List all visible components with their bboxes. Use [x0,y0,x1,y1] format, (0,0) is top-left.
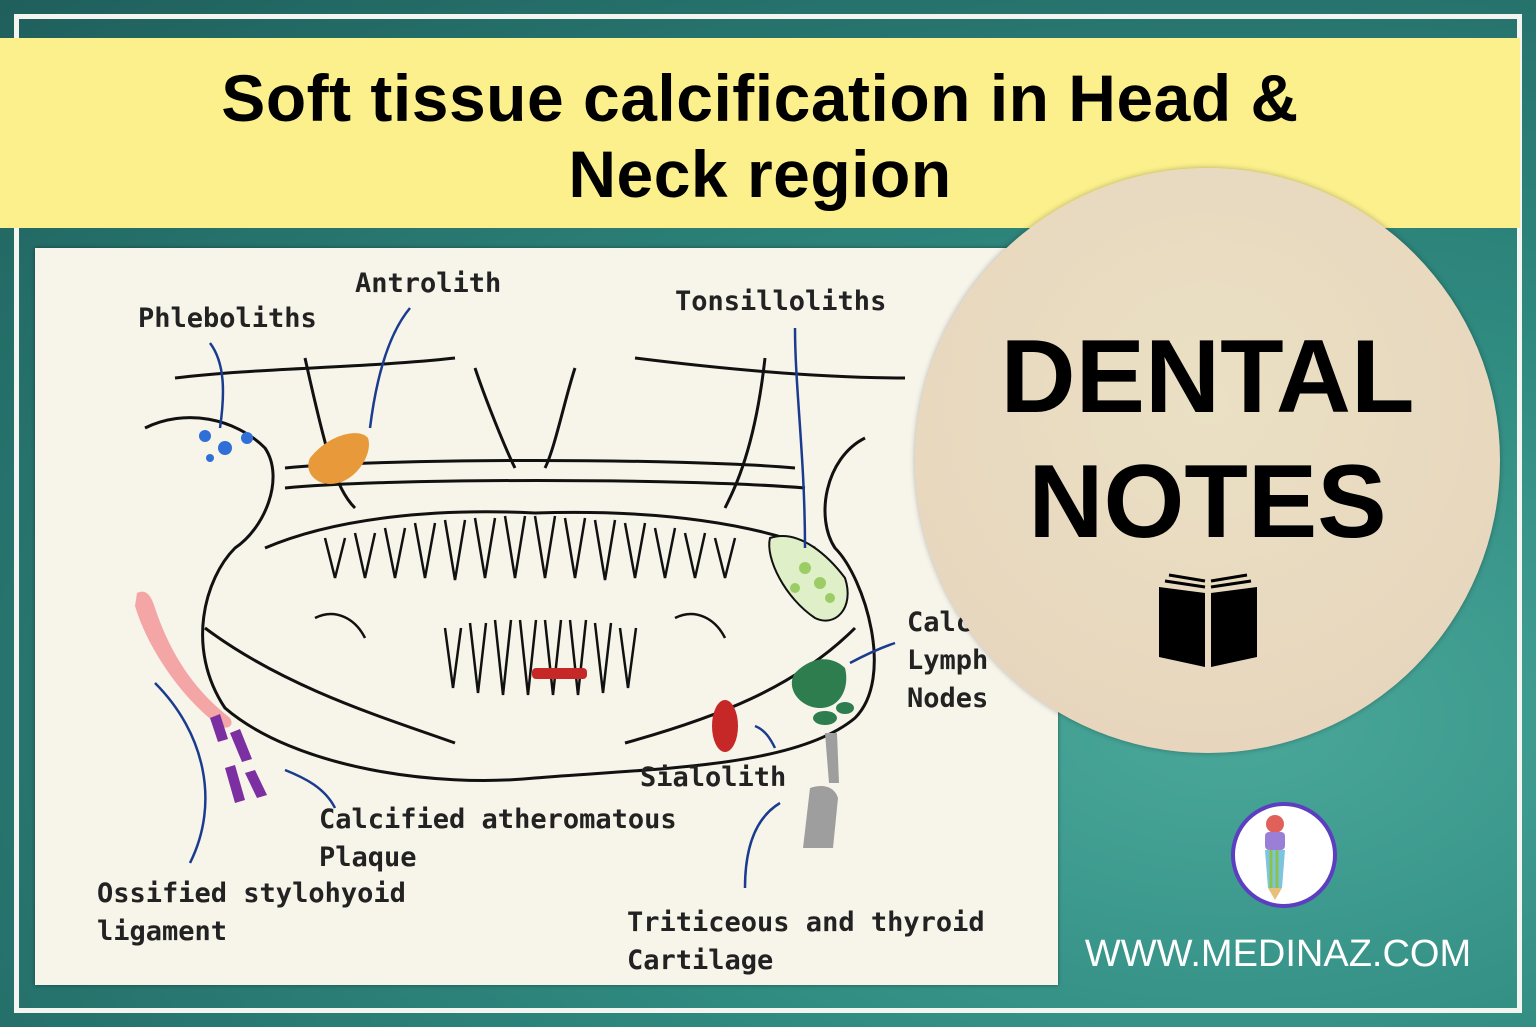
badge-line-1: DENTAL [1000,319,1415,435]
panoramic-jaw-diagram [135,307,906,889]
label-phleboliths: Phleboliths [138,303,317,334]
diagram-panel: Phleboliths Antrolith Tonsilloliths Calc… [35,248,1058,985]
title-line-2: Neck region [568,137,952,211]
label-cartilage: Triticeous and thyroid Cartilage [627,907,985,976]
label-sialolith: Sialolith [640,762,787,793]
label-stylohyoid: Ossified stylohyoid ligament [97,878,406,947]
pencil-mascot-icon [1265,815,1285,900]
lymph-nodes-mark [791,659,854,725]
border-frame [14,14,1522,1013]
stylohyoid-mark [135,591,232,728]
pencil-mascot-logo [1231,802,1337,908]
plaque-mark [210,714,267,803]
open-book-icon [1159,573,1257,667]
pointer-arrows [154,307,896,889]
red-mark [532,668,587,679]
dental-notes-badge: DENTAL NOTES [915,168,1500,753]
phleboliths-mark [199,430,253,462]
antrolith-mark [308,433,369,484]
badge-line-2: NOTES [1028,444,1387,560]
label-plaque: Calcified atheromatous Plaque [319,804,677,873]
title-line-1: Soft tissue calcification in Head & [221,61,1299,135]
tonsilloliths-mark [768,535,849,622]
cartilage-mark [803,733,839,848]
label-tonsilloliths: Tonsilloliths [675,286,887,317]
website-url[interactable]: WWW.MEDINAZ.COM [1084,933,1472,975]
teeth [314,515,737,696]
calcification-marks [135,430,854,848]
sialolith-mark [712,700,738,752]
label-antrolith: Antrolith [355,268,502,299]
